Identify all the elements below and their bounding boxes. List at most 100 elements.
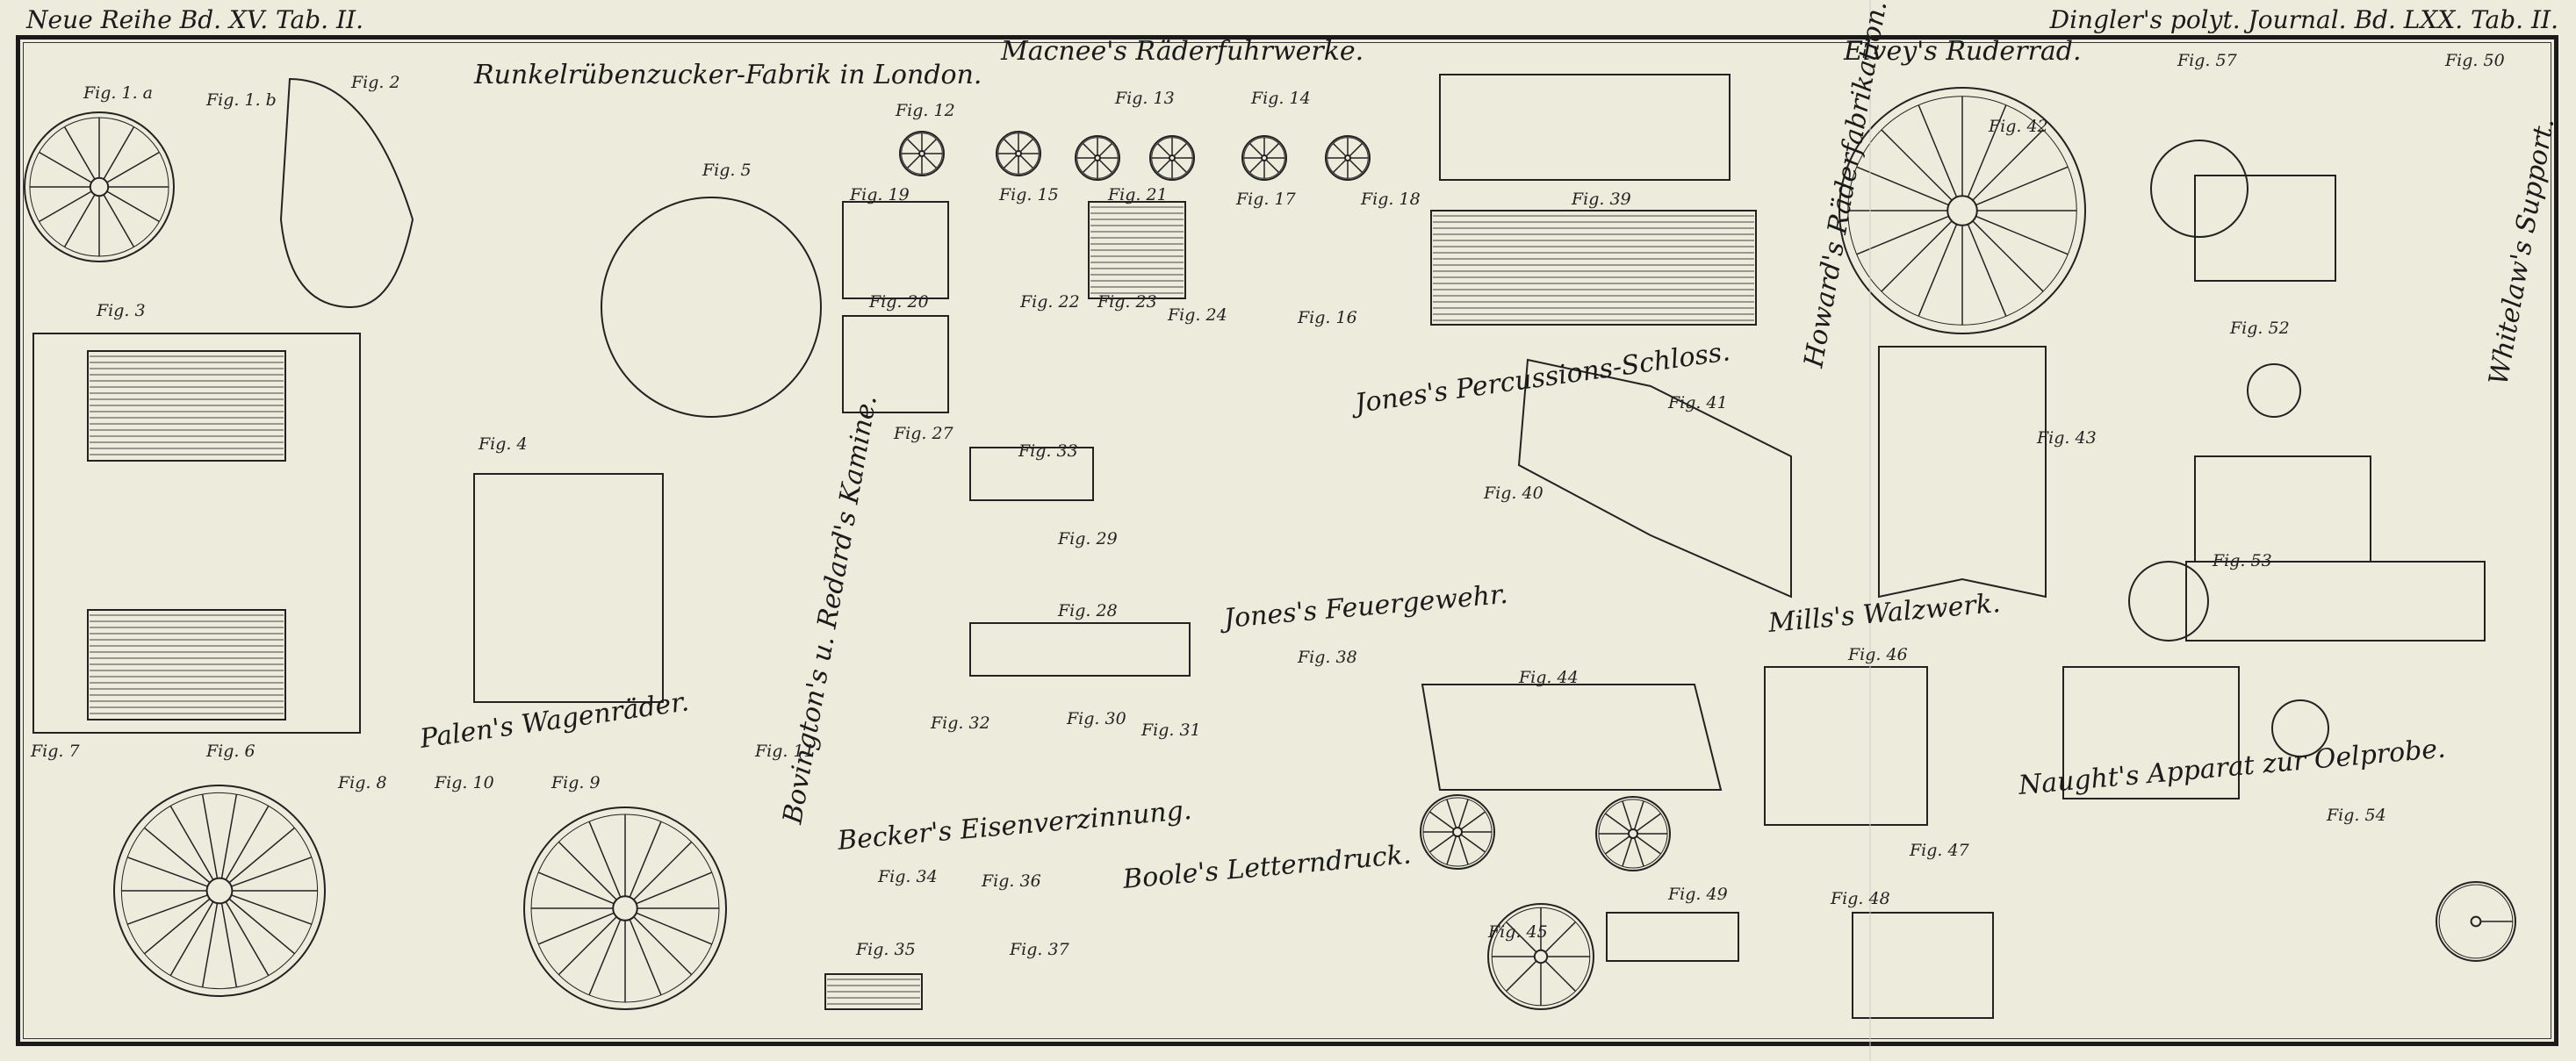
carriage-wheel-spoke xyxy=(1249,143,1263,157)
fig6-wheel-spoke xyxy=(144,898,211,955)
figure-label: Fig. 27 xyxy=(893,424,954,443)
figure-label: Fig. 54 xyxy=(2326,806,2386,825)
figure-label: Fig. 35 xyxy=(855,940,916,959)
fig45-wheel-spoke xyxy=(1506,921,1537,953)
fig42-paddle-wheel-spoke xyxy=(1881,129,1953,201)
section-title: Naught's Apparat zur Oelprobe. xyxy=(2017,734,2447,801)
figure-label: Fig. 9 xyxy=(550,773,601,792)
carriage-wheel-spoke xyxy=(1349,143,1363,157)
fig44-wheel xyxy=(1420,794,1495,870)
figure-label: Fig. 20 xyxy=(868,292,929,312)
carriage-wheel-hub xyxy=(1094,154,1101,161)
section-title: Becker's Eisenverzinnung. xyxy=(836,795,1193,857)
figure-label: Fig. 1. b xyxy=(205,90,277,110)
figure-label: Fig. 7 xyxy=(30,742,81,761)
carriage-wheel-spoke xyxy=(1265,159,1279,173)
fig9-wheel-spoke xyxy=(636,871,713,905)
fig9-wheel-spoke xyxy=(629,919,662,996)
fig42-paddle-wheel-spoke xyxy=(1856,166,1949,206)
fig44-wheel-spoke xyxy=(1633,800,1644,830)
section-title: Bovington's u. Redard's Kamine. xyxy=(777,393,883,828)
carriage-wheel-hub xyxy=(918,150,925,157)
section-title: Elvey's Ruderrad. xyxy=(1843,36,2082,67)
fig9-wheel xyxy=(523,807,727,1010)
carriage-wheel-spoke xyxy=(1004,154,1018,168)
fig9-wheel-spoke xyxy=(633,841,693,900)
fig44-wheel-hub xyxy=(1451,826,1464,838)
figure-label: Fig. 2 xyxy=(350,73,400,92)
fig9-wheel-spoke xyxy=(633,916,693,976)
figure-label: Fig. 4 xyxy=(478,434,528,454)
section-title: Runkelrübenzucker-Fabrik in London. xyxy=(473,60,982,90)
fig44-wheel-hub xyxy=(1627,828,1639,840)
figure-label: Fig. 50 xyxy=(2444,51,2505,70)
fig54-ball xyxy=(2271,699,2329,757)
carriage-wheel-spoke xyxy=(1157,159,1171,173)
figure-label: Fig. 12 xyxy=(895,101,955,120)
fig44-wheel-spoke xyxy=(1622,800,1633,830)
fig9-wheel-spoke xyxy=(636,912,713,945)
carriage-wheel-spoke xyxy=(923,154,937,168)
figure-label: Fig. 45 xyxy=(1487,922,1548,942)
carriage-wheel-spoke xyxy=(1098,159,1112,173)
carriage-wheel xyxy=(1241,135,1287,181)
fig52-support-body xyxy=(2194,455,2371,563)
figure-label: Fig. 48 xyxy=(1830,889,1890,908)
fig9-wheel-spoke xyxy=(588,919,622,996)
fig42-paddle-wheel-spoke xyxy=(1967,224,2007,317)
carriage-wheel-spoke xyxy=(907,154,921,168)
fig6-wheel-spoke xyxy=(231,894,313,925)
fig44-wheel xyxy=(1595,796,1671,871)
fig1a-wheel-spoke xyxy=(63,194,96,247)
fig41-brick-kiln xyxy=(1517,358,1792,599)
fig1a-wheel-spoke xyxy=(63,126,96,180)
fig6-wheel-spoke xyxy=(228,827,295,884)
fig44-wheel-spoke xyxy=(1636,813,1662,832)
carriage-wheel-spoke xyxy=(1157,143,1171,157)
figure-label: Fig. 17 xyxy=(1235,190,1297,209)
fig56-bar xyxy=(2062,666,2240,799)
fig44-wheel-spoke xyxy=(1636,835,1662,855)
figure-label: Fig. 34 xyxy=(877,867,938,886)
carriage-wheel-hub xyxy=(1169,154,1176,161)
section-title: Whitelaw's Support. xyxy=(2483,116,2560,388)
fig9-wheel-spoke xyxy=(588,821,622,898)
fig43-wheel-frame xyxy=(1878,346,2047,599)
fig46-rollers xyxy=(1764,666,1928,826)
fig45-wheel-hub xyxy=(1533,949,1549,964)
figure-label: Fig. 43 xyxy=(2036,428,2097,448)
fig6-wheel-spoke xyxy=(126,894,208,925)
fig1a-wheel-spoke xyxy=(39,151,92,183)
fig6-wheel-spoke xyxy=(169,901,214,977)
figure-label: Fig. 23 xyxy=(1097,292,1157,312)
fig52-ball xyxy=(2247,363,2301,418)
fig1a-wheel-spoke xyxy=(103,194,135,247)
section-title: Palen's Wagenräder. xyxy=(417,686,691,755)
carriage-wheel-hub xyxy=(1261,154,1268,161)
figure-label: Fig. 6 xyxy=(205,742,255,761)
fig3-roller-bottom xyxy=(87,609,286,720)
fig3-roller-top xyxy=(87,350,286,462)
fig49 xyxy=(1606,912,1739,962)
carriage-wheel-spoke xyxy=(1249,159,1263,173)
fig6-wheel-spoke xyxy=(201,903,219,988)
figure-label: Fig. 5 xyxy=(702,161,752,180)
fig21 xyxy=(1088,201,1186,299)
figure-label: Fig. 19 xyxy=(849,185,910,204)
fig53-base xyxy=(2185,561,2486,642)
fig44-wheel-spoke xyxy=(1428,834,1455,853)
plate-inner-border xyxy=(23,42,2551,1039)
figure-label: Fig. 3 xyxy=(96,301,146,320)
fig9-wheel-hub xyxy=(612,895,638,921)
fig6-wheel-spoke xyxy=(228,898,295,955)
figure-label: Fig. 37 xyxy=(1009,940,1070,959)
figure-label: Fig. 47 xyxy=(1909,841,1970,860)
fig45-wheel xyxy=(1487,903,1594,1010)
carriage-wheel-spoke xyxy=(1349,159,1363,173)
figure-label: Fig. 16 xyxy=(1297,308,1357,327)
section-title: Jones's Feuergewehr. xyxy=(1218,579,1509,635)
fig44-wheel-spoke xyxy=(1457,835,1469,865)
fig9-wheel-spoke xyxy=(558,841,617,900)
figure-label: Fig. 57 xyxy=(2177,51,2238,70)
